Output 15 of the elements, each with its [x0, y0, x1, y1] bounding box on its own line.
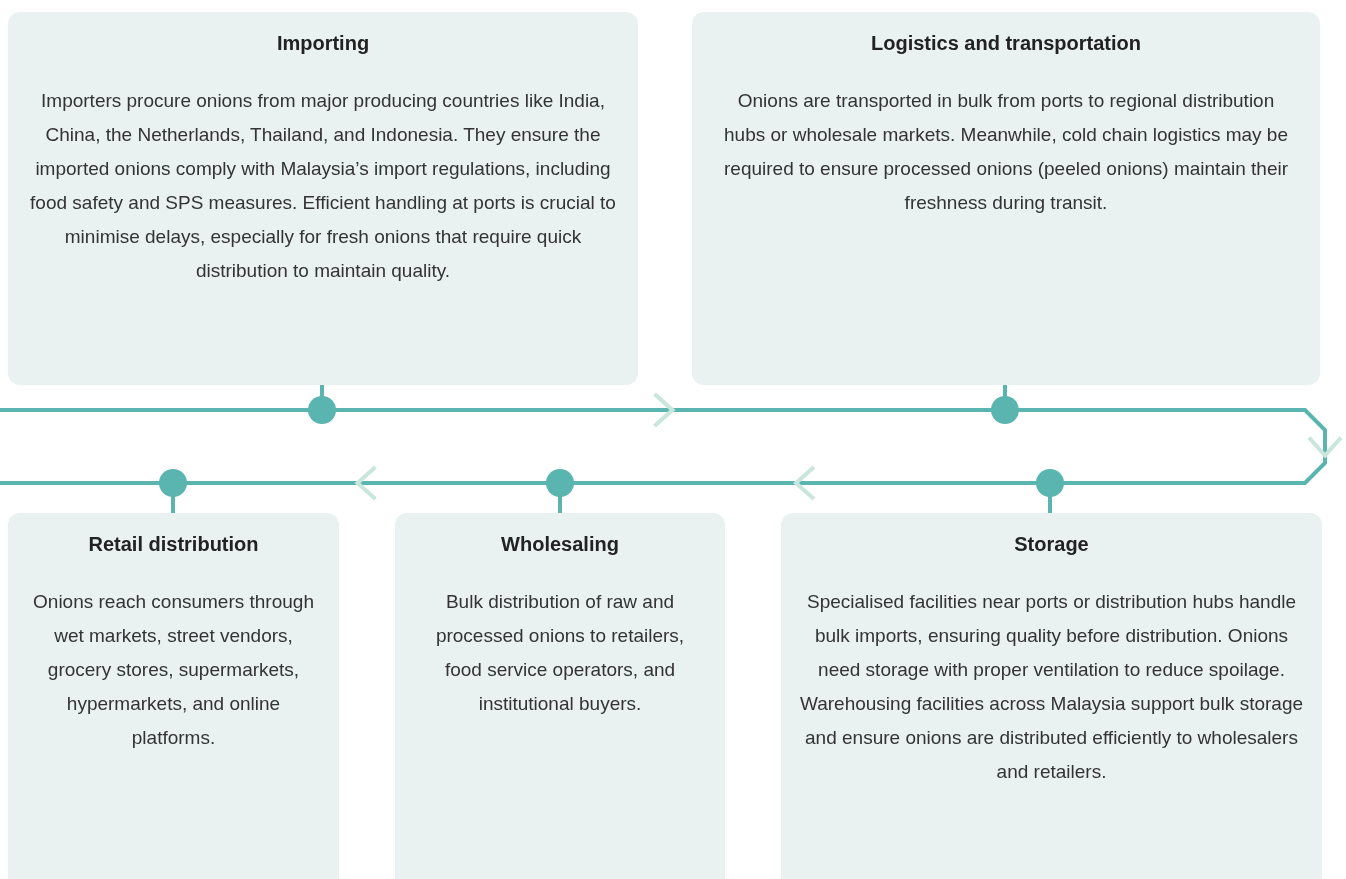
step-card	[8, 12, 638, 385]
step-card	[395, 513, 725, 879]
step-title: Wholesaling	[500, 532, 620, 557]
step-description: Importers procure onions from major producing countries like India, China, the Netherlands, Thailand, and Indonesia. They ensure the imported onions comply with Malaysia’s import regulations, including food safety and SPS measures. Efficient handling at ports is crucial to minimise delays, especially for fresh onions that require quick distribution to maintain quality.	[29, 89, 617, 283]
step-title: Storage	[1013, 532, 1090, 557]
step-description: Specialised facilities near ports or distribution hubs handle bulk imports, ensuring quality before distribution. Onions need storage with proper ventilation to reduce spoilage. Warehousing facilities across Malaysia support bulk storage and ensure onions are distributed efficiently to wholesalers and retailers.	[799, 590, 1304, 784]
step-title: Logistics and transportation	[870, 31, 1142, 56]
step-card	[781, 513, 1322, 879]
step-card	[8, 513, 339, 879]
step-description: Onions reach consumers through wet markets, street vendors, grocery stores, supermarkets, hypermarkets, and online platforms.	[32, 590, 315, 750]
step-title: Importing	[275, 31, 371, 56]
step-description: Onions are transported in bulk from ports to regional distribution hubs or wholesale markets. Meanwhile, cold chain logistics may be required to ensure processed onions (peeled onions) maintain their freshness during transit.	[723, 89, 1289, 215]
step-card	[692, 12, 1320, 385]
step-title: Retail distribution	[87, 532, 260, 557]
step-description: Bulk distribution of raw and processed onions to retailers, food service operators, and institutional buyers.	[434, 590, 686, 716]
